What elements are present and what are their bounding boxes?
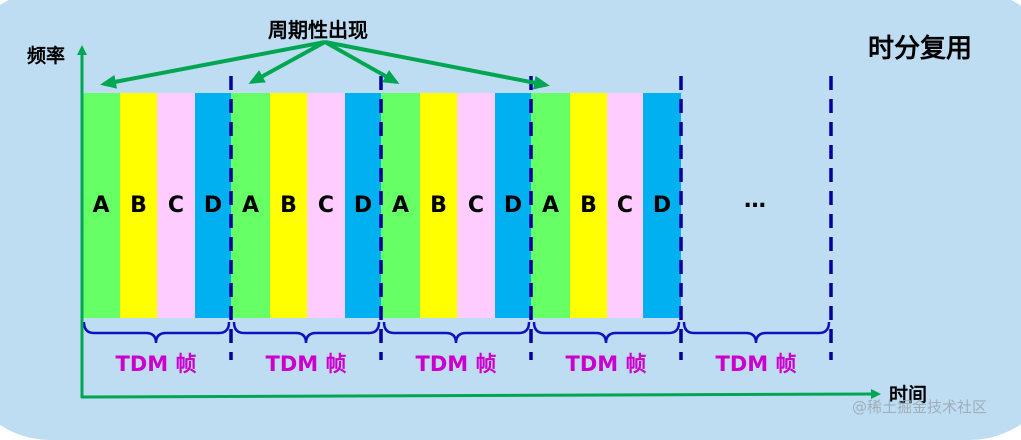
slot-b: B bbox=[420, 93, 457, 318]
slot-d: D bbox=[495, 93, 531, 318]
y-axis-label: 频率 bbox=[27, 45, 66, 67]
slot-d: D bbox=[345, 93, 381, 318]
slot-a: A bbox=[231, 93, 270, 318]
slot-a: A bbox=[82, 93, 120, 318]
slot-c: C bbox=[157, 93, 195, 318]
slot-c: C bbox=[307, 93, 345, 318]
frame-dividers bbox=[229, 76, 833, 360]
x-axis bbox=[80, 389, 881, 400]
periodic-arrows bbox=[100, 40, 550, 90]
slot-b: B bbox=[270, 93, 307, 318]
frame-label: TDM 帧 bbox=[265, 352, 347, 376]
diagram-lines bbox=[77, 40, 881, 400]
slot-a: A bbox=[381, 93, 420, 318]
x-axis-label: 时间 bbox=[889, 384, 928, 406]
frame-label: TDM 帧 bbox=[115, 352, 197, 376]
periodic-annotation: 周期性出现 bbox=[268, 18, 368, 42]
diagram-title: 时分复用 bbox=[868, 34, 973, 64]
frame-braces bbox=[82, 321, 831, 344]
slot-c: C bbox=[607, 93, 643, 318]
slot-a: A bbox=[531, 93, 570, 318]
slot-b: B bbox=[120, 93, 157, 318]
slot-b: B bbox=[570, 93, 607, 318]
slot-c: C bbox=[457, 93, 495, 318]
slot-d: D bbox=[643, 93, 681, 318]
frame-label: TDM 帧 bbox=[715, 352, 797, 376]
ellipsis: … bbox=[744, 188, 766, 213]
frame-label: TDM 帧 bbox=[565, 352, 647, 376]
axes bbox=[77, 45, 881, 400]
frame-label: TDM 帧 bbox=[415, 352, 497, 376]
watermark: @稀土掘金技术社区 bbox=[852, 398, 988, 416]
slot-d: D bbox=[195, 93, 231, 318]
